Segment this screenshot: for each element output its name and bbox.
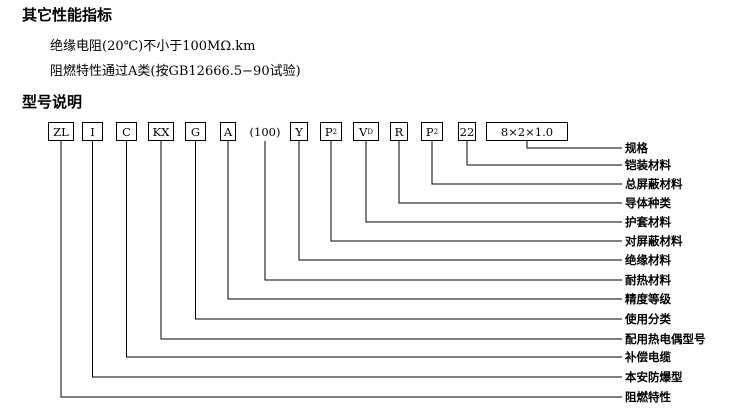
model-field-label: 铠装材料 [625,158,671,172]
flame-retardant-spec: 阻燃特性通过A类(按GB12666.5−90试验) [50,64,301,79]
leader-line [330,141,622,242]
leader-line [60,141,622,398]
leader-line [526,141,622,149]
model-code-text: 22 [459,124,475,139]
model-code-box: ZL [48,122,74,141]
model-code-box: 22 [458,122,476,141]
model-field-label: 阻燃特性 [625,390,671,404]
model-field-label: 规格 [625,141,648,155]
model-field-label: 对屏蔽材料 [625,234,683,248]
model-code-text: V [359,124,368,139]
model-code-subscript: D [367,127,373,136]
model-code-box: 8×2×1.0 [486,122,568,141]
leader-line [264,141,622,281]
model-code-box: I [82,122,103,141]
model-code-box: KX [148,122,174,141]
model-field-label: 精度等级 [625,292,671,306]
model-code-box: (100) [246,122,284,141]
model-code-text: Y [295,124,303,139]
leader-line [298,141,622,261]
model-code-text: P [324,124,333,139]
model-description-heading: 型号说明 [22,93,83,111]
model-code-text: C [122,124,131,139]
model-code-box: G [185,122,206,141]
model-code-text: A [223,124,233,139]
model-code-text: 8×2×1.0 [500,124,554,139]
model-code-box: R [390,122,408,141]
model-code-box: Y [290,122,308,141]
model-field-label: 补偿电缆 [625,350,671,364]
model-code-box: A [220,122,236,141]
leader-line [195,141,622,320]
model-code-text: G [190,124,201,139]
leader-line [92,141,622,378]
leader-line [466,141,622,166]
leader-line [365,141,622,223]
model-field-label: 导体种类 [625,196,671,210]
leader-line [227,141,622,300]
other-specs-heading: 其它性能指标 [22,6,113,24]
model-code-text: (100) [249,124,281,139]
model-code-text: R [394,124,404,139]
model-field-label: 配用热电偶型号 [625,332,706,346]
leader-line [398,141,622,204]
model-code-subscript: 2 [332,127,338,136]
leader-line [160,141,622,340]
model-code-text: P [425,124,434,139]
model-code-text: KX [152,124,170,139]
model-field-label: 使用分类 [625,312,671,326]
model-field-label: 绝缘材料 [625,253,671,267]
insulation-resistance-spec: 绝缘电阻(20℃)不小于100MΩ.km [50,39,256,54]
model-code-subscript: 2 [433,127,439,136]
model-field-label: 护套材料 [625,215,671,229]
model-code-box: C [116,122,137,141]
model-code-text: ZL [53,124,69,139]
model-field-label: 总屏蔽材料 [625,177,683,191]
model-field-label: 本安防爆型 [625,370,683,384]
model-code-text: I [90,124,95,139]
leader-line [126,141,622,358]
leader-line [431,141,622,185]
model-field-label: 耐热材料 [625,273,671,287]
